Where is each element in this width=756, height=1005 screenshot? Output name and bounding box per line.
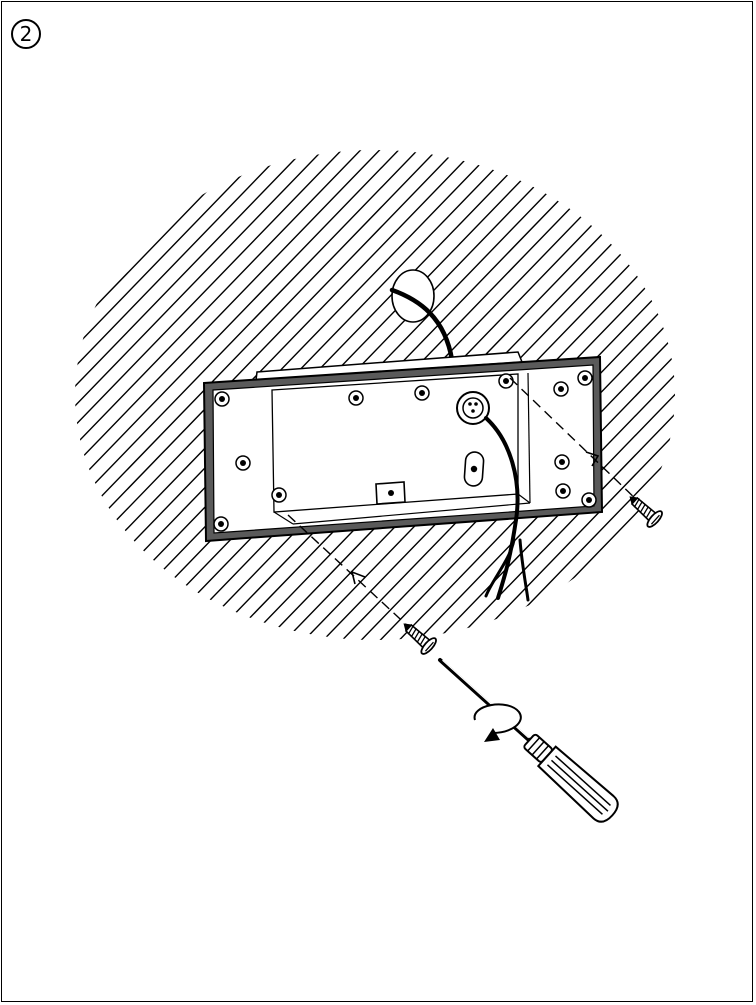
hatch-line [75,150,467,640]
mounting-hole [554,454,570,470]
hatch-line [75,150,239,640]
screw-icon [629,496,663,528]
hatch-line [75,150,372,640]
mounting-hole [235,455,251,471]
hatch-line [397,150,675,640]
hatch-line [75,150,201,640]
mounting-hole [348,390,364,406]
hatch-line [75,150,334,640]
hatch-line [75,150,391,640]
step-number: 2 [19,22,33,46]
hatch-line [75,150,448,640]
mounting-hole [555,483,571,499]
mounting-hole [581,492,597,508]
step-number-ring [11,19,41,49]
step-number-badge: 2 [11,19,41,49]
hatch-line [75,150,296,640]
hatch-line [75,150,315,640]
screw-guide-right [509,377,641,504]
screw-guide-left [287,514,413,631]
mounting-hole [577,370,593,386]
mounting-hole [553,381,569,397]
hatch-line [340,150,675,640]
mounting-hole [414,385,430,401]
hatch-line [75,150,410,640]
mounting-plate [202,351,604,543]
mounting-hole [498,373,514,389]
hatch-line [321,150,675,640]
mounting-hole [214,391,230,407]
hatch-line [359,150,675,640]
mounting-hole [213,516,229,532]
screwdriver-icon [438,658,619,823]
hatch-line [75,150,353,640]
hatch-line [302,150,675,640]
wall-hole [391,269,435,323]
hatch-line [75,150,486,640]
clockwise-rotation-arrow-icon [473,703,522,742]
hatch-line [75,150,429,640]
screw-icon [403,623,437,655]
device-wires [484,416,520,600]
hatch-line [378,150,675,640]
power-cable [389,287,455,363]
mounting-hole [271,487,287,503]
